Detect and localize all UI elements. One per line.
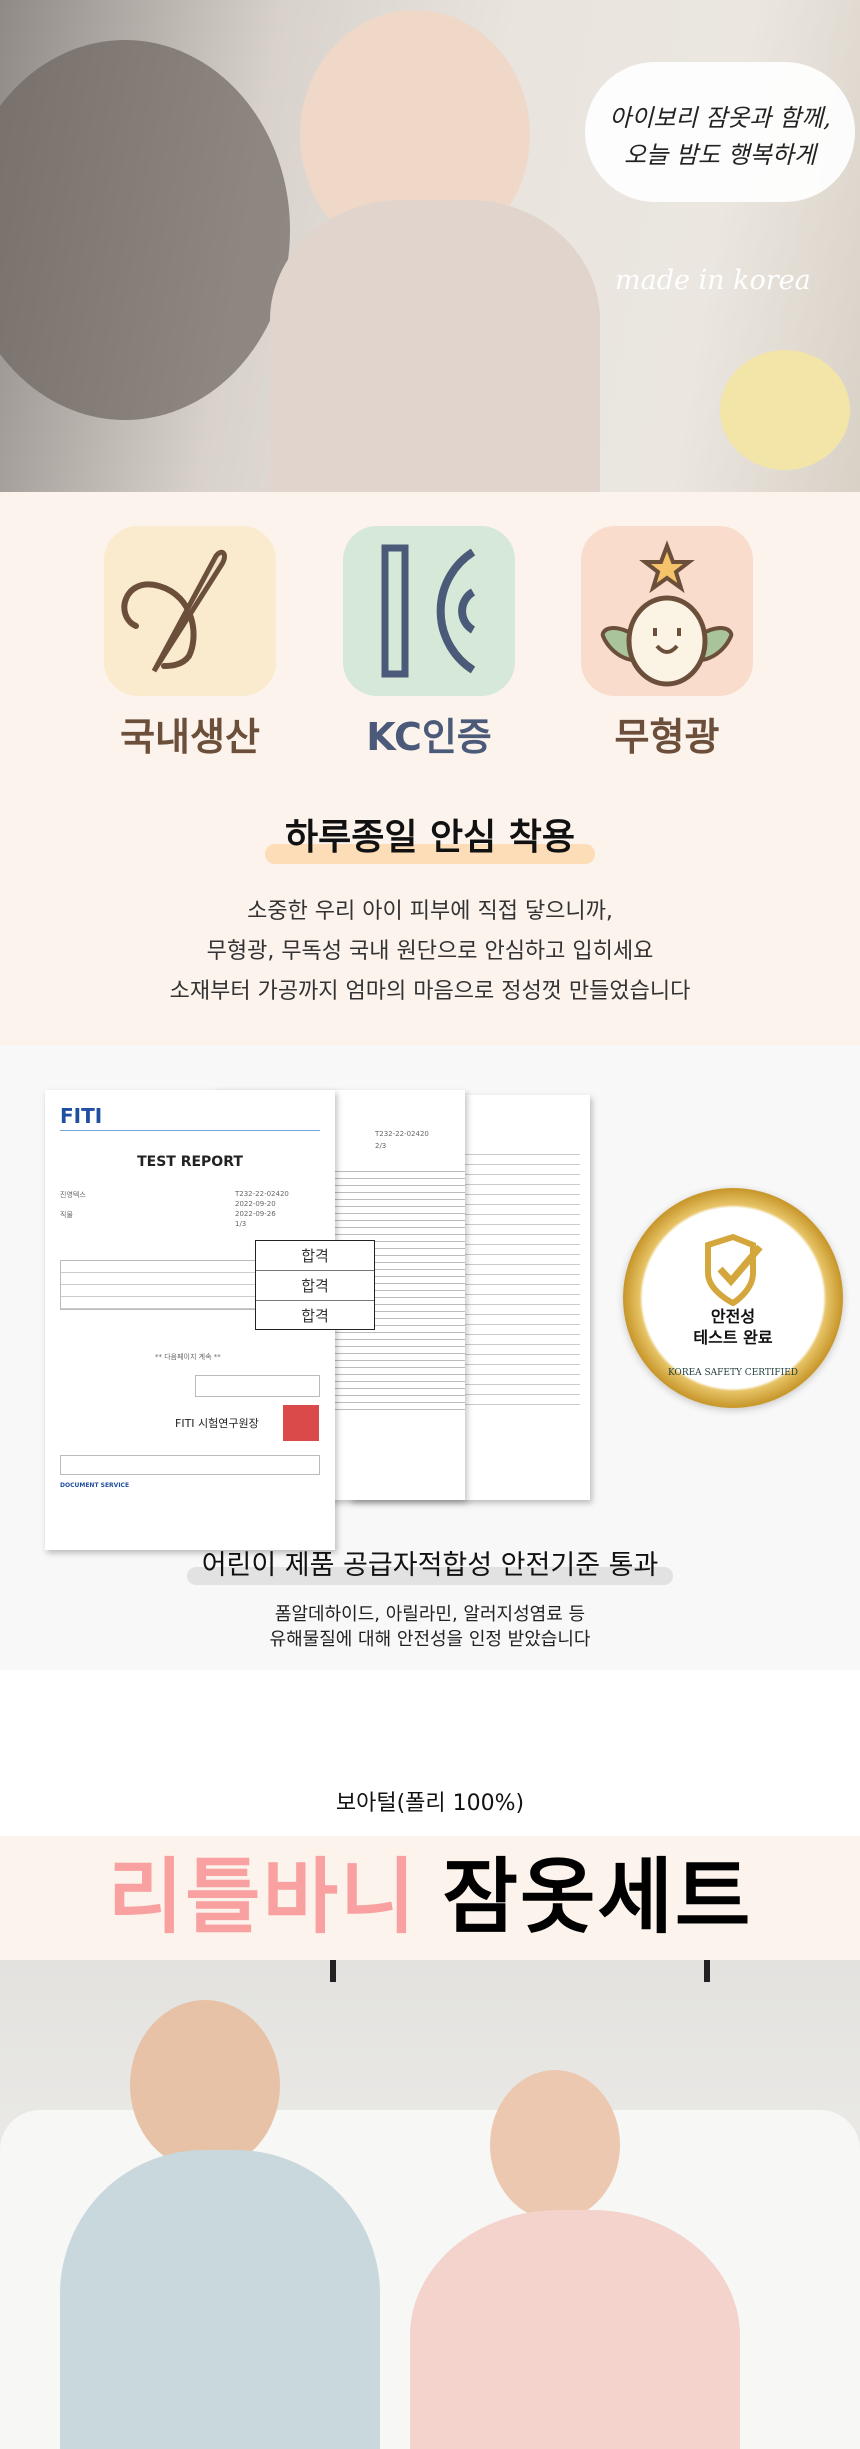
- safety-test-section: T232-22-02420 2/3 FITI TEST REPORT 진영텍스 …: [0, 1045, 860, 1670]
- pass-result: 합격: [256, 1271, 374, 1301]
- received-date: 2022-09-20: [235, 1200, 276, 1208]
- continued-note: ** 다음페이지 계속 **: [155, 1353, 221, 1361]
- flower: [720, 350, 850, 470]
- child-pajamas: [270, 200, 600, 492]
- report-title: TEST REPORT: [137, 1154, 243, 1170]
- feature-label-kc: KC인증: [366, 715, 492, 759]
- made-in-korea-label: made in korea: [615, 265, 811, 296]
- mirror-reflection: [0, 40, 290, 420]
- document-service-label: DOCUMENT SERVICE: [60, 1482, 130, 1489]
- safety-certified-badge: 안전성 테스트 완료 KOREA SAFETY CERTIFIED: [623, 1188, 843, 1408]
- speech-bubble-text: 아이보리 잠옷과 함께, 오늘 밤도 행복하게: [609, 104, 831, 169]
- description-line: 무형광, 무독성 국내 원단으로 안심하고 입히세요: [206, 939, 654, 964]
- receipt-number: T232-22-02420: [375, 1130, 429, 1138]
- headboard: [330, 1960, 710, 1982]
- page-number: 2/3: [375, 1142, 387, 1150]
- badge-text: 안전성 테스트 완료: [693, 1307, 773, 1347]
- speech-bubble: [585, 62, 855, 202]
- pass-result: 합격: [256, 1241, 374, 1271]
- feature-label-nonfluorescent: 무형광: [614, 715, 720, 759]
- safety-title: 어린이 제품 공급자적합성 안전기준 통과: [186, 1543, 673, 1585]
- section-title: 하루종일 안심 착용: [264, 808, 596, 864]
- shield-check-icon: [705, 1233, 763, 1307]
- feature-label-domestic: 국내생산: [120, 715, 260, 759]
- page-number: 1/3: [235, 1220, 247, 1228]
- features-section: 국내생산 KC인증 무형광 하루종일 안심 착용 소중한 우리 아이 피부에 직…: [0, 492, 860, 1045]
- product-name: 잠옷세트: [442, 1850, 753, 1945]
- description-line: 소중한 우리 아이 피부에 직접 닿으니까,: [247, 899, 613, 924]
- smiley-sprout-icon: [581, 526, 753, 696]
- kc-mark-icon: [343, 526, 515, 696]
- safety-description: 폼알데하이드, 아릴라민, 알러지성염료 등 유해물질에 대해 안전성을 인정 …: [269, 1604, 591, 1650]
- needle-thread-icon: [104, 526, 276, 696]
- product-title-band: 리틀바니 잠옷세트: [0, 1836, 860, 1960]
- badge-arc-text: KOREA SAFETY CERTIFIED: [667, 1368, 799, 1378]
- receipt-number: T232-22-02420: [235, 1190, 289, 1198]
- fiti-logo: FITI: [60, 1104, 103, 1128]
- material-label: 보아털(폴리 100%): [335, 1791, 525, 1816]
- issued-date: 2022-09-26: [235, 1210, 276, 1218]
- boy-pajamas: [60, 2150, 380, 2449]
- hero-photo: 아이보리 잠옷과 함께, 오늘 밤도 행복하게 made in korea: [0, 0, 860, 492]
- product-name-accent: 리틀바니: [107, 1850, 418, 1945]
- product-photo: [0, 1960, 860, 2449]
- pass-results: 합격 합격 합격: [255, 1240, 375, 1330]
- features-description: 소중한 우리 아이 피부에 직접 닿으니까, 무형광, 무독성 국내 원단으로 …: [0, 892, 860, 1012]
- girl-face: [490, 2070, 620, 2220]
- description-line: 소재부터 가공까지 엄마의 마음으로 정성껏 만들었습니다: [169, 979, 691, 1004]
- applicant: 진영텍스: [60, 1191, 86, 1199]
- item: 직물: [60, 1211, 73, 1219]
- pass-result: 합격: [301, 1307, 329, 1325]
- issuer: FITI 시험연구원장: [175, 1417, 259, 1430]
- boy-face: [130, 2000, 280, 2170]
- girl-pajamas: [410, 2210, 740, 2449]
- official-seal: [283, 1405, 319, 1441]
